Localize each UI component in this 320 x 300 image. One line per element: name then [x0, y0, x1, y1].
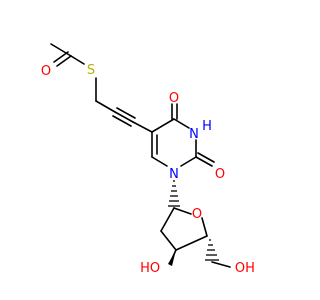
bond-carbonyl-sulfur — [70, 55, 85, 65]
bond-c5prime-o5prime — [211, 261, 231, 268]
bond-c2prime-c3prime — [160, 230, 177, 251]
bond-c1prime-o4prime — [173, 207, 192, 215]
bond-alkyne-ring — [132, 121, 153, 133]
atom-ring-n: N — [169, 167, 179, 182]
atom-o-right: O — [215, 167, 225, 182]
bond-acetyl-c-o-2 — [53, 51, 69, 63]
atom-nh-h: H — [202, 119, 212, 134]
deoxyribose-ring — [160, 180, 231, 268]
bond-alkyne-2 — [116, 107, 136, 119]
atom-o-top: O — [169, 91, 179, 106]
bond-c3prime-oh — [169, 249, 177, 264]
bond-c3prime-c4prime — [175, 235, 208, 251]
bond-c2-o-1 — [195, 156, 213, 167]
atom-oh-h: H — [245, 261, 255, 276]
bond-acetyl-c-o-1 — [56, 55, 72, 67]
atom-oh-o: O — [235, 261, 245, 276]
bond-n1-c6 — [151, 156, 168, 167]
bond-c4-n3 — [173, 118, 190, 129]
bond-ch2-alkyne — [95, 100, 116, 113]
molecule-drawing: O S O H N O N O H O O H — [41, 43, 255, 276]
bond-c1prime-c2prime — [160, 207, 175, 232]
bond-alkyne-3 — [112, 115, 132, 127]
bond-n1-c1prime-hashed — [168, 180, 180, 207]
atom-ho-h: H — [140, 261, 150, 276]
acetylthio-propynyl-chain — [50, 43, 153, 133]
atom-ring-o: O — [192, 207, 202, 222]
bond-methyl-carbonyl — [50, 43, 72, 57]
bond-c5-c4 — [151, 118, 175, 133]
atom-labels: O S O H N O N O H O O H — [41, 63, 255, 276]
bond-o4prime-c4prime — [201, 217, 208, 237]
atom-sulfur: S — [87, 63, 95, 78]
atom-ho-o: O — [150, 261, 160, 276]
uracil-ring — [151, 103, 215, 167]
atom-nh-n: N — [189, 127, 199, 142]
bond-alkyne-1 — [114, 111, 134, 123]
bond-c4prime-c5prime-hashed — [205, 239, 219, 261]
atom-o-acetyl: O — [41, 64, 51, 79]
bond-c2-o-2 — [197, 152, 215, 163]
bond-c2-n1 — [180, 156, 197, 167]
structure-canvas: O S O H N O N O H O O H — [41, 43, 255, 276]
